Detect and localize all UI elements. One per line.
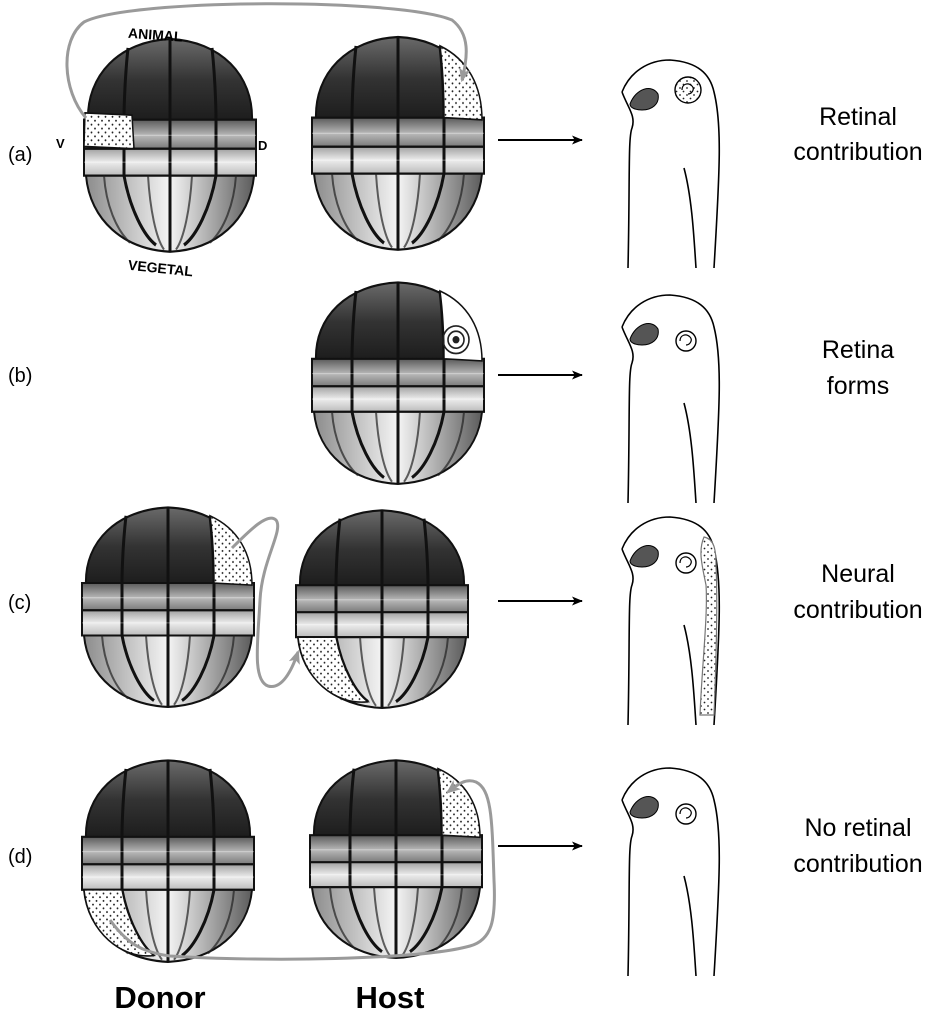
host-embryo-a (312, 37, 484, 250)
host-embryo-d (310, 760, 482, 958)
column-label-donor: Donor (114, 980, 205, 1015)
row-label: (a) (8, 144, 32, 166)
row-b: (b) Retina forms (8, 282, 894, 503)
result-line-1: No retinal (805, 814, 912, 842)
animal-label: ANIMAL (128, 25, 184, 45)
result-line-1: Neural (821, 560, 895, 588)
row-label: (b) (8, 365, 32, 387)
tadpole-d (622, 768, 719, 976)
donor-embryo-a (84, 39, 256, 252)
result-line-2: contribution (793, 850, 922, 878)
row-label: (c) (8, 592, 31, 614)
host-embryo-b (312, 282, 484, 483)
result-line-2: contribution (793, 596, 922, 624)
donor-embryo-c (82, 507, 254, 707)
column-label-host: Host (356, 980, 425, 1015)
tadpole-a (622, 60, 719, 268)
result-line-2: forms (827, 372, 890, 400)
tadpole-b (622, 295, 719, 503)
vegetal-label: VEGETAL (127, 257, 194, 280)
row-a: (a) ANIMAL VEGETAL V D Retinal contribut… (8, 4, 923, 280)
row-d: (d) No retinal contribution (8, 760, 923, 976)
result-line-1: Retinal (819, 103, 897, 131)
row-label: (d) (8, 846, 32, 868)
result-line-2: contribution (793, 138, 922, 166)
tadpole-c (622, 517, 719, 725)
result-line-1: Retina (822, 336, 894, 364)
row-c: (c) Neural contribution (8, 507, 923, 725)
host-embryo-c (296, 510, 468, 708)
dorsal-label: D (258, 138, 267, 153)
ventral-label: V (56, 136, 65, 151)
donor-embryo-d (82, 760, 254, 961)
